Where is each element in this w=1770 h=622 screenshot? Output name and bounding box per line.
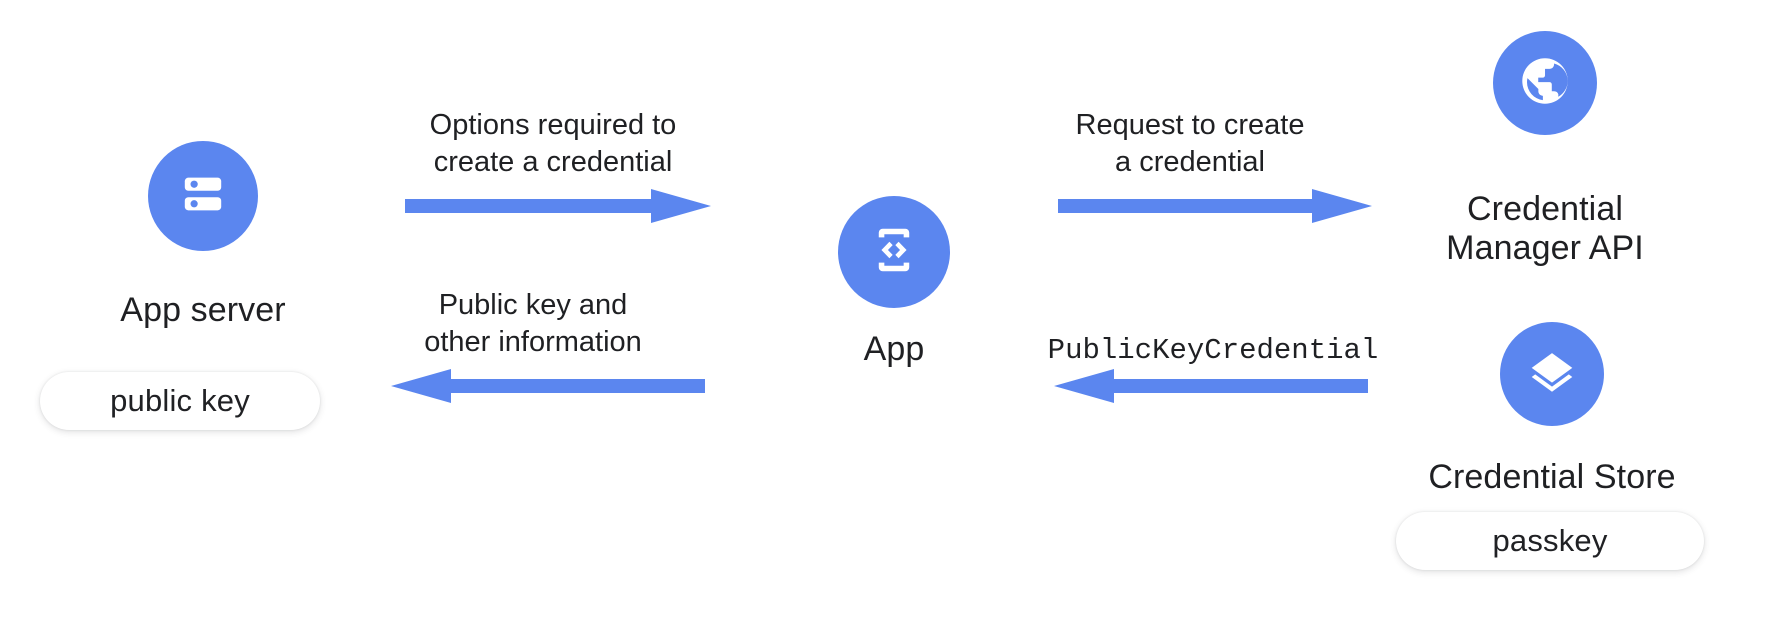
app-label: App [863,330,925,368]
arrow-server-to-app [405,186,715,226]
app-server-label: App server [120,291,286,329]
app-icon-circle [838,196,950,308]
arrow-app-to-cm-api [1058,186,1378,226]
credential-manager-api-label: Credential Manager API [1446,190,1644,268]
arrow-app-to-server [375,366,705,406]
credential-manager-api-icon-circle [1493,31,1597,135]
credential-store-label: Credential Store [1428,458,1676,496]
arrow-label-app-to-cm-api: Request to create a credential [1075,109,1305,179]
layers-icon [1523,343,1581,406]
arrow-store-to-app [1038,366,1368,406]
credential-store-icon-circle [1500,322,1604,426]
globe-icon [1516,52,1574,115]
chip-public-key: public key [40,372,320,430]
mobile-code-icon [865,221,923,284]
chip-passkey-text: passkey [1492,523,1608,558]
node-app [838,196,950,308]
node-credential-store [1500,322,1604,426]
chip-passkey: passkey [1396,512,1704,570]
arrow-label-server-to-app: Options required to create a credential [429,109,677,179]
server-icon [175,166,231,227]
chip-public-key-text: public key [110,383,250,418]
arrow-label-app-to-server: Public key and other information [424,289,642,359]
node-credential-manager-api [1493,31,1597,135]
app-server-icon-circle [148,141,258,251]
node-app-server [148,141,258,251]
arrow-label-store-to-app: PublicKeyCredential [1047,334,1379,367]
